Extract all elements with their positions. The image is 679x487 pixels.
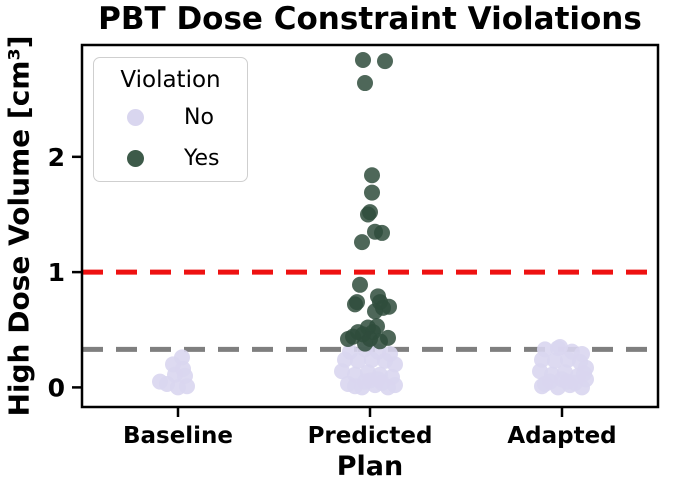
legend: Violation No Yes <box>93 57 248 182</box>
y-tick-label: 0 <box>48 373 65 402</box>
data-point <box>547 352 563 369</box>
data-point <box>387 356 403 373</box>
data-point <box>367 303 383 320</box>
data-point <box>352 276 368 293</box>
series-Baseline-No <box>152 349 195 396</box>
data-point <box>354 234 370 251</box>
data-point <box>364 351 380 368</box>
legend-title: Violation <box>120 67 221 93</box>
data-point <box>374 224 390 241</box>
data-point <box>360 206 376 223</box>
y-tick-label: 2 <box>48 143 65 172</box>
data-point <box>387 377 403 394</box>
data-point <box>364 167 380 184</box>
legend-label-no: No <box>184 105 214 130</box>
data-point <box>560 351 576 368</box>
legend-entry-yes: Yes <box>94 138 247 179</box>
legend-entry-no: No <box>94 97 247 138</box>
data-point <box>377 53 393 70</box>
chart-title: PBT Dose Constraint Violations <box>98 1 642 37</box>
data-point <box>355 51 371 68</box>
series-Predicted-No <box>334 341 403 396</box>
data-point <box>179 378 195 395</box>
series-Predicted-Yes <box>340 51 397 352</box>
data-point <box>350 352 366 369</box>
data-point <box>372 333 388 350</box>
data-point <box>559 373 575 390</box>
y-tick-label: 1 <box>48 258 65 287</box>
data-point <box>357 373 373 390</box>
data-point <box>347 296 363 313</box>
data-point <box>364 184 380 201</box>
data-point <box>357 335 373 352</box>
data-point <box>357 75 373 92</box>
data-point <box>340 330 356 347</box>
x-tick-label-adapted: Adapted <box>507 423 616 449</box>
data-point <box>370 371 386 388</box>
y-axis-label: High Dose Volume [cm³] <box>2 35 36 417</box>
series-Adapted-No <box>532 339 594 396</box>
legend-label-yes: Yes <box>184 146 220 171</box>
legend-marker-no-icon <box>127 109 144 126</box>
data-point <box>334 363 350 380</box>
x-tick-label-baseline: Baseline <box>123 423 233 449</box>
data-point <box>534 378 550 395</box>
data-point <box>576 365 592 382</box>
legend-marker-yes-icon <box>127 150 144 167</box>
x-tick-label-predicted: Predicted <box>308 423 433 449</box>
data-point <box>532 363 548 380</box>
x-axis-label: Plan <box>336 451 404 482</box>
data-point <box>552 339 568 356</box>
